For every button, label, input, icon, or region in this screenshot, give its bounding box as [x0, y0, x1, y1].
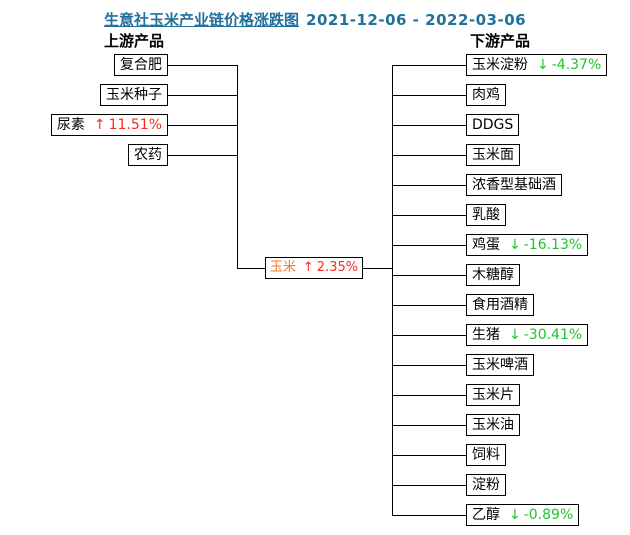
upstream-node[interactable]: 尿素 ↑11.51%: [50, 114, 168, 136]
price-change: ↓-4.37%: [537, 55, 601, 75]
downstream-node[interactable]: 生猪 ↓-30.41%: [466, 324, 589, 346]
connector-line: [392, 185, 466, 186]
product-name: 尿素: [56, 117, 85, 133]
title-link[interactable]: 生意社玉米产业链价格涨跌图: [104, 11, 300, 29]
downstream-node[interactable]: 鸡蛋 ↓-16.13%: [466, 234, 589, 256]
product-name: 玉米油: [472, 417, 514, 433]
downstream-node[interactable]: 乳酸: [466, 204, 506, 226]
down-arrow-icon: ↓: [509, 237, 521, 253]
connector-line: [392, 65, 393, 516]
connector-line: [392, 125, 466, 126]
product-name: 生猪: [472, 327, 500, 343]
connector-line: [392, 95, 466, 96]
connector-line: [392, 485, 466, 486]
connector-line: [237, 268, 265, 269]
product-name: 玉米淀粉: [472, 57, 528, 73]
downstream-node[interactable]: 玉米油: [466, 414, 520, 436]
connector-line: [392, 245, 466, 246]
connector-line: [392, 335, 466, 336]
downstream-node[interactable]: 玉米啤酒: [466, 354, 534, 376]
change-percent: -16.13%: [523, 237, 583, 253]
product-name: 玉米片: [472, 387, 514, 403]
product-name: 复合肥: [120, 57, 162, 73]
product-name: 玉米: [269, 260, 296, 275]
connector-line: [392, 155, 466, 156]
product-name: DDGS: [472, 117, 514, 133]
up-arrow-icon: ↑: [302, 260, 314, 275]
downstream-node[interactable]: 饲料: [466, 444, 506, 466]
change-percent: -30.41%: [523, 327, 583, 343]
product-name: 农药: [134, 147, 162, 163]
connector-line: [392, 65, 466, 66]
connector-line: [168, 155, 237, 156]
downstream-node[interactable]: 淀粉: [466, 474, 506, 496]
downstream-node[interactable]: 玉米片: [466, 384, 520, 406]
up-arrow-icon: ↑: [93, 117, 106, 133]
price-change: ↓-30.41%: [509, 325, 582, 345]
price-change: ↑2.35%: [303, 258, 358, 278]
downstream-node[interactable]: 玉米面: [466, 144, 520, 166]
connector-line: [392, 455, 466, 456]
upstream-section-label: 上游产品: [104, 32, 165, 50]
diagram-title: 生意社玉米产业链价格涨跌图 2021-12-06 - 2022-03-06: [104, 9, 526, 30]
downstream-node[interactable]: 乙醇 ↓-0.89%: [466, 504, 580, 526]
connector-line: [392, 425, 466, 426]
downstream-node[interactable]: 玉米淀粉 ↓-4.37%: [466, 54, 608, 76]
connector-line: [168, 125, 237, 126]
upstream-node[interactable]: 农药: [128, 144, 168, 166]
downstream-node[interactable]: 木糖醇: [466, 264, 520, 286]
downstream-node[interactable]: 肉鸡: [466, 84, 506, 106]
change-percent: 11.51%: [108, 117, 162, 133]
product-name: 鸡蛋: [472, 237, 500, 253]
product-name: 玉米啤酒: [472, 357, 528, 373]
downstream-section-label: 下游产品: [470, 32, 531, 50]
product-name: 淀粉: [472, 477, 500, 493]
down-arrow-icon: ↓: [509, 327, 521, 343]
connector-line: [168, 65, 237, 66]
price-change: ↓-16.13%: [509, 235, 582, 255]
change-percent: -4.37%: [551, 57, 602, 73]
downstream-node[interactable]: 浓香型基础酒: [466, 174, 562, 196]
upstream-node[interactable]: 复合肥: [114, 54, 168, 76]
product-name: 饲料: [472, 447, 500, 463]
product-name: 玉米面: [472, 147, 514, 163]
downstream-node[interactable]: 食用酒精: [466, 294, 534, 316]
downstream-node[interactable]: DDGS: [466, 114, 520, 136]
product-name: 乙醇: [472, 507, 500, 523]
price-change: ↑11.51%: [94, 115, 162, 135]
connector-line: [392, 365, 466, 366]
product-name: 浓香型基础酒: [472, 177, 556, 193]
connector-line: [392, 275, 466, 276]
product-name: 玉米种子: [106, 87, 162, 103]
connector-line: [392, 215, 466, 216]
price-change: ↓-0.89%: [509, 505, 573, 525]
change-percent: 2.35%: [316, 260, 359, 275]
product-name: 食用酒精: [472, 297, 528, 313]
down-arrow-icon: ↓: [537, 57, 549, 73]
connector-line: [237, 65, 238, 269]
connector-line: [363, 268, 393, 269]
connector-line: [392, 395, 466, 396]
connector-line: [392, 305, 466, 306]
connector-line: [168, 95, 237, 96]
down-arrow-icon: ↓: [509, 507, 521, 523]
corn-node[interactable]: 玉米 ↑2.35%: [265, 257, 363, 279]
change-percent: -0.89%: [523, 507, 574, 523]
title-date-range: 2021-12-06 - 2022-03-06: [306, 11, 527, 29]
upstream-node[interactable]: 玉米种子: [100, 84, 168, 106]
product-name: 肉鸡: [472, 87, 500, 103]
product-name: 木糖醇: [472, 267, 514, 283]
connector-line: [392, 515, 466, 516]
product-name: 乳酸: [472, 207, 500, 223]
